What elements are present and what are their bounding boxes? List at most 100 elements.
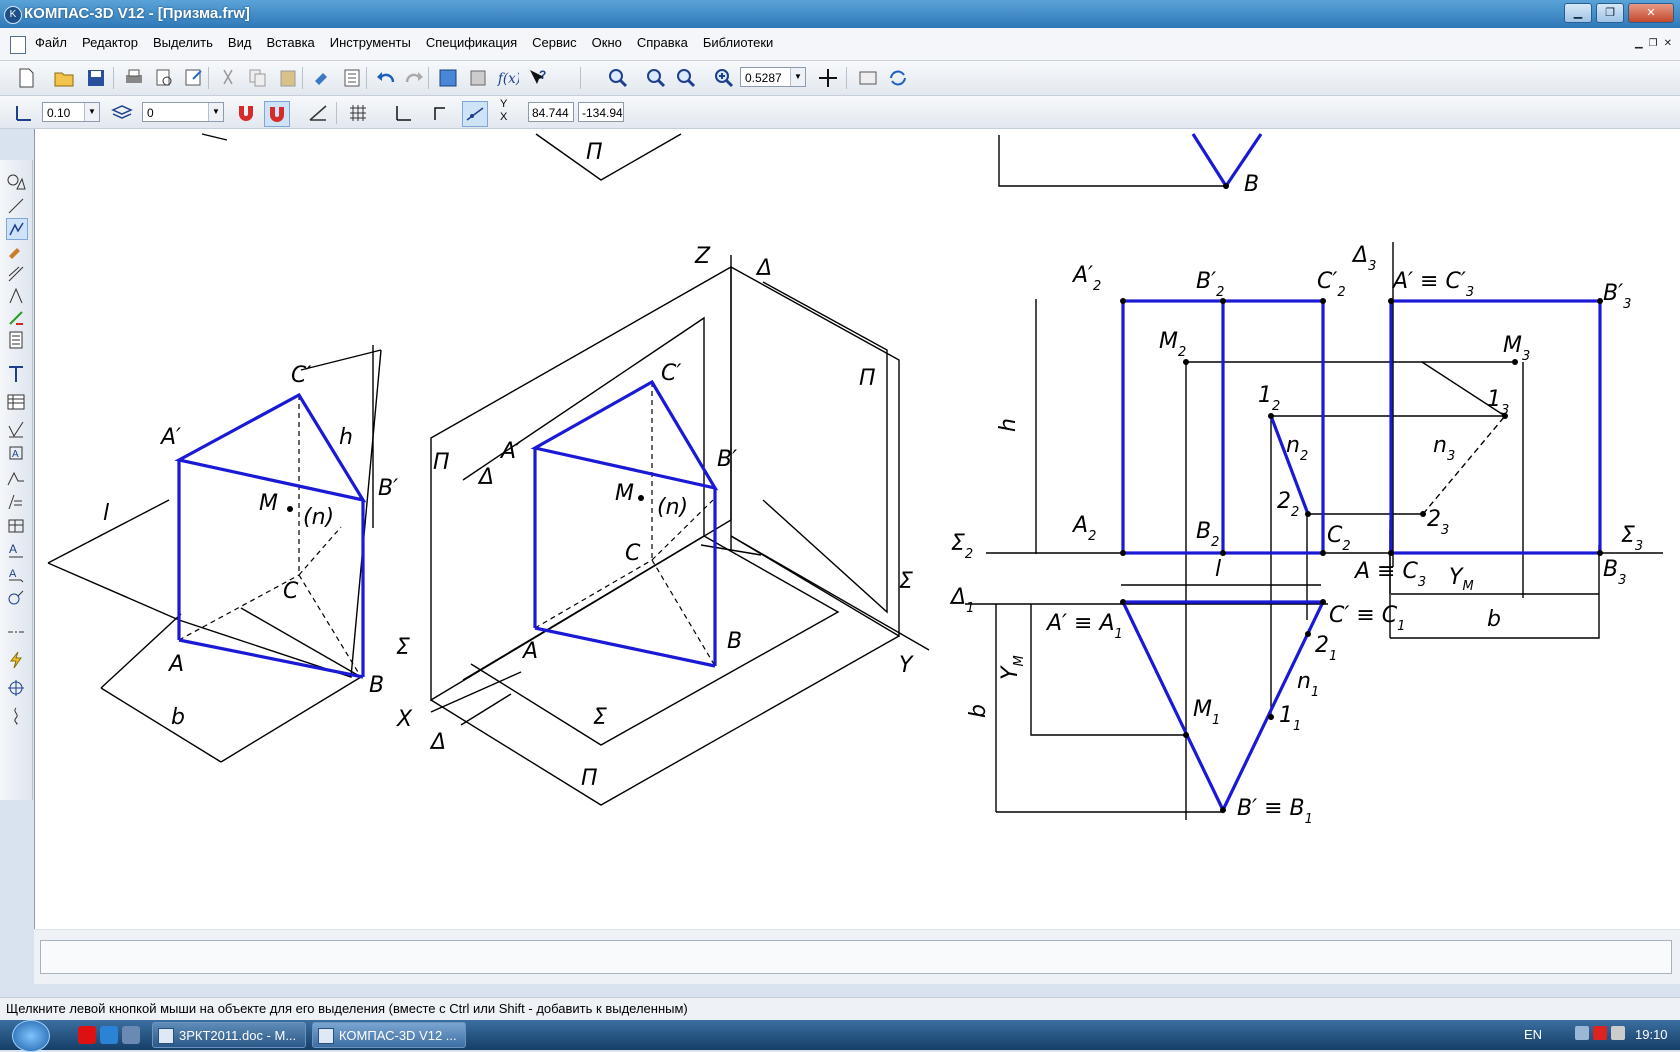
network-icon[interactable] <box>1575 1026 1589 1040</box>
menu-select[interactable]: Выделить <box>152 35 213 50</box>
cut-icon[interactable] <box>216 66 240 90</box>
text-icon[interactable] <box>6 364 26 384</box>
paste-icon[interactable] <box>276 66 300 90</box>
local-snap-magnet-icon[interactable] <box>264 101 290 127</box>
select-icon[interactable] <box>6 308 26 328</box>
view-arrow-icon[interactable]: A <box>6 540 26 560</box>
geometry-icon[interactable] <box>6 172 26 192</box>
internet-explorer-icon[interactable] <box>100 1026 118 1044</box>
zoom-scale-icon[interactable] <box>712 66 736 90</box>
menu-window[interactable]: Окно <box>591 35 622 50</box>
start-button[interactable] <box>12 1020 50 1052</box>
show-desktop-icon[interactable] <box>122 1026 140 1044</box>
menu-file[interactable]: Файл <box>35 35 67 50</box>
table-icon[interactable] <box>6 392 26 412</box>
parametric-mode-icon[interactable] <box>462 101 488 127</box>
format-painter-icon[interactable] <box>310 66 334 90</box>
label-sigma2-iso: Σ <box>396 635 410 660</box>
layers-icon[interactable] <box>110 101 134 125</box>
properties-icon[interactable] <box>340 66 364 90</box>
open-folder-icon[interactable] <box>52 66 76 90</box>
drawing-canvas[interactable]: Π B Z X Y Δ Π Π Δ Σ Σ Σ Δ Π A B C A′ B′ … <box>34 129 1680 929</box>
coord-x-field[interactable]: 84.744 <box>528 102 574 122</box>
clock[interactable]: 19:10 <box>1635 1027 1668 1042</box>
parametrization-icon[interactable] <box>6 264 26 284</box>
menu-specification[interactable]: Спецификация <box>425 35 518 50</box>
variables-fx-icon[interactable]: f(x) <box>494 66 522 90</box>
manager-icon[interactable] <box>436 66 460 90</box>
lightning-icon[interactable] <box>6 650 26 670</box>
print-preview-icon[interactable] <box>152 66 176 90</box>
menu-insert[interactable]: Вставка <box>266 35 315 50</box>
chevron-down-icon[interactable]: ▼ <box>208 103 223 121</box>
specification-icon[interactable] <box>6 330 26 350</box>
task-word-document[interactable]: 3РКТ2011.doc - M... <box>152 1022 306 1048</box>
menu-help[interactable]: Справка <box>636 35 688 50</box>
restore-button[interactable]: ❐ <box>1596 3 1624 23</box>
center-mark-icon[interactable] <box>6 678 26 698</box>
menu-libraries[interactable]: Библиотеки <box>702 35 774 50</box>
new-document-icon[interactable] <box>14 66 38 90</box>
tolerance-frame-icon[interactable] <box>6 516 26 536</box>
close-button[interactable]: ✕ <box>1628 3 1674 23</box>
step-icon[interactable] <box>12 101 36 125</box>
grid-toggle-icon[interactable] <box>346 101 370 125</box>
menu-service[interactable]: Сервис <box>532 35 577 50</box>
form-tolerance-icon[interactable] <box>6 492 26 512</box>
task-kompas[interactable]: КОМПАС-3D V12 ... <box>312 1022 466 1048</box>
chevron-down-icon[interactable]: ▼ <box>84 103 99 121</box>
step-combo[interactable]: 0.10▼ <box>42 102 100 122</box>
document-icon[interactable] <box>10 36 26 54</box>
copy-icon[interactable] <box>246 66 270 90</box>
zoom-combo[interactable]: 0.5287▼ <box>740 67 806 87</box>
kompas-app-icon[interactable]: K <box>4 6 22 24</box>
orthogonal-icon[interactable] <box>306 101 330 125</box>
antivirus-icon[interactable] <box>1593 1026 1607 1040</box>
leader-text-icon[interactable]: A <box>6 444 26 464</box>
local-cs-icon[interactable] <box>392 101 416 125</box>
minimize-button[interactable]: ▁ <box>1564 3 1592 23</box>
dimensions-icon[interactable] <box>6 196 26 216</box>
zoom-in-icon[interactable] <box>644 66 668 90</box>
svg-text:f(x): f(x) <box>497 71 519 87</box>
properties-field[interactable] <box>40 940 1672 974</box>
designations-icon[interactable] <box>6 218 28 240</box>
export-icon[interactable] <box>182 66 206 90</box>
grid-icon[interactable] <box>856 66 880 90</box>
snap-magnet-icon[interactable] <box>234 101 258 125</box>
mdi-restore-button[interactable]: ❐ <box>1648 38 1658 49</box>
c1-text: C′ ≡ C <box>1329 603 1398 628</box>
mdi-minimize-button[interactable]: ▁ <box>1634 38 1643 49</box>
label-a3-c3: A ≡ C3 <box>1353 559 1426 590</box>
libraries-icon[interactable] <box>466 66 490 90</box>
save-icon[interactable] <box>84 66 108 90</box>
refresh-icon[interactable] <box>886 66 910 90</box>
zoom-window-icon[interactable] <box>606 66 630 90</box>
layer-combo[interactable]: 0▼ <box>142 102 224 122</box>
volume-icon[interactable] <box>1611 1026 1625 1040</box>
roughness-icon[interactable] <box>6 420 26 440</box>
coord-y-field[interactable]: -134.94 <box>578 102 624 122</box>
edit-icon[interactable] <box>6 242 26 262</box>
opera-icon[interactable] <box>78 1026 96 1044</box>
redo-icon[interactable] <box>402 66 426 90</box>
wave-line-icon[interactable] <box>6 706 26 726</box>
menu-view[interactable]: Вид <box>227 35 252 50</box>
menu-editor[interactable]: Редактор <box>81 35 138 50</box>
print-icon[interactable] <box>122 66 146 90</box>
cut-line-icon[interactable]: A <box>6 566 26 586</box>
menu-tools[interactable]: Инструменты <box>329 35 411 50</box>
c2-prime-text: C′ <box>1317 269 1337 294</box>
axis-line-icon[interactable] <box>6 622 26 642</box>
pan-icon[interactable] <box>816 66 840 90</box>
undo-icon[interactable] <box>374 66 398 90</box>
language-indicator[interactable]: EN <box>1524 1027 1543 1042</box>
measure-icon[interactable] <box>6 286 26 306</box>
context-help-icon[interactable]: ? <box>526 66 550 90</box>
base-icon[interactable] <box>6 468 26 488</box>
chevron-down-icon[interactable]: ▼ <box>790 68 805 86</box>
zoom-dynamic-icon[interactable] <box>674 66 698 90</box>
mdi-close-button[interactable]: ✕ <box>1663 38 1672 49</box>
position-icon[interactable] <box>6 588 26 608</box>
round-icon[interactable] <box>430 101 454 125</box>
